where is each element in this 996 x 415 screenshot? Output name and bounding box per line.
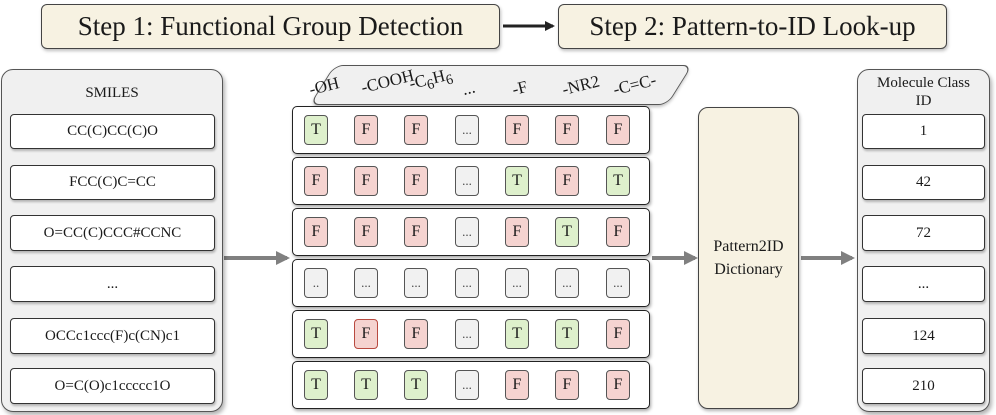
matrix-cell: ... — [505, 268, 529, 298]
molecule-id-item: 124 — [862, 318, 985, 354]
pattern2id-dictionary: Pattern2ID Dictionary — [698, 107, 799, 409]
matrix-cell: F — [304, 166, 328, 196]
dictionary-line1: Pattern2ID — [713, 237, 784, 255]
molecule-id-title-line2: ID — [915, 93, 932, 109]
matrix-cell: ... — [404, 268, 428, 298]
matrix-cell: T — [505, 166, 529, 196]
matrix-cell: F — [404, 166, 428, 196]
matrix-cell: F — [354, 217, 378, 247]
fg-c6h6-prefix: -C — [407, 70, 429, 94]
smiles-item: O=CC(C)CCC#CCNC — [10, 215, 215, 251]
smiles-item: FCC(C)C=CC — [10, 165, 215, 200]
molecule-id-title: Molecule Class ID — [858, 74, 989, 110]
matrix-cell: F — [354, 115, 378, 145]
step2-label: Step 2: Pattern-to-ID Look-up — [589, 11, 916, 41]
matrix-cell: T — [354, 370, 378, 400]
molecule-id-item: 210 — [862, 368, 985, 404]
smiles-item: OCCc1ccc(F)c(CN)c1 — [10, 318, 215, 354]
matrix-cell: F — [505, 370, 529, 400]
matrix-cell: ... — [354, 268, 378, 298]
matrix-cell: T — [304, 370, 328, 400]
matrix-cell: .. — [304, 268, 328, 298]
matrix-cell: T — [304, 115, 328, 145]
matrix-cell: F — [606, 115, 630, 145]
matrix-cell: ... — [455, 319, 479, 349]
matrix-cell: F — [606, 319, 630, 349]
matrix-cell: ... — [455, 268, 479, 298]
smiles-item: O=C(O)c1ccccc1O — [10, 368, 215, 404]
molecule-id-item: 72 — [862, 215, 985, 251]
matrix-cell: F — [404, 115, 428, 145]
matrix-cell: ... — [455, 217, 479, 247]
matrix-cell: F — [505, 217, 529, 247]
matrix-cell: F — [354, 319, 378, 349]
molecule-id-title-line1: Molecule Class — [877, 75, 970, 91]
molecule-id-item: 1 — [862, 114, 985, 149]
matrix-cell: F — [354, 166, 378, 196]
matrix-cell: F — [304, 217, 328, 247]
matrix-cell: T — [555, 319, 579, 349]
matrix-cell: F — [555, 115, 579, 145]
matrix-cell: F — [606, 370, 630, 400]
matrix-cell: T — [505, 319, 529, 349]
matrix-cell: T — [404, 370, 428, 400]
matrix-cell: F — [404, 217, 428, 247]
step2-box: Step 2: Pattern-to-ID Look-up — [558, 4, 947, 49]
smiles-item: ... — [10, 266, 215, 302]
matrix-cell: T — [304, 319, 328, 349]
matrix-cell: ... — [455, 115, 479, 145]
matrix-cell: ... — [455, 370, 479, 400]
dictionary-line2: Dictionary — [714, 261, 783, 278]
matrix-cell: F — [404, 319, 428, 349]
matrix-cell: T — [606, 166, 630, 196]
step1-label: Step 1: Functional Group Detection — [77, 11, 464, 41]
matrix-cell: ... — [455, 166, 479, 196]
molecule-id-item: ... — [862, 266, 985, 302]
matrix-cell: F — [555, 370, 579, 400]
matrix-cell: F — [555, 166, 579, 196]
step1-box: Step 1: Functional Group Detection — [41, 4, 500, 49]
matrix-cell: F — [505, 115, 529, 145]
matrix-cell: ... — [606, 268, 630, 298]
matrix-cell: ... — [555, 268, 579, 298]
matrix-cell: F — [606, 217, 630, 247]
smiles-item: CC(C)CC(C)O — [10, 114, 215, 149]
molecule-id-item: 42 — [862, 165, 985, 200]
matrix-cell: T — [555, 217, 579, 247]
smiles-panel-title: SMILES — [85, 85, 139, 101]
